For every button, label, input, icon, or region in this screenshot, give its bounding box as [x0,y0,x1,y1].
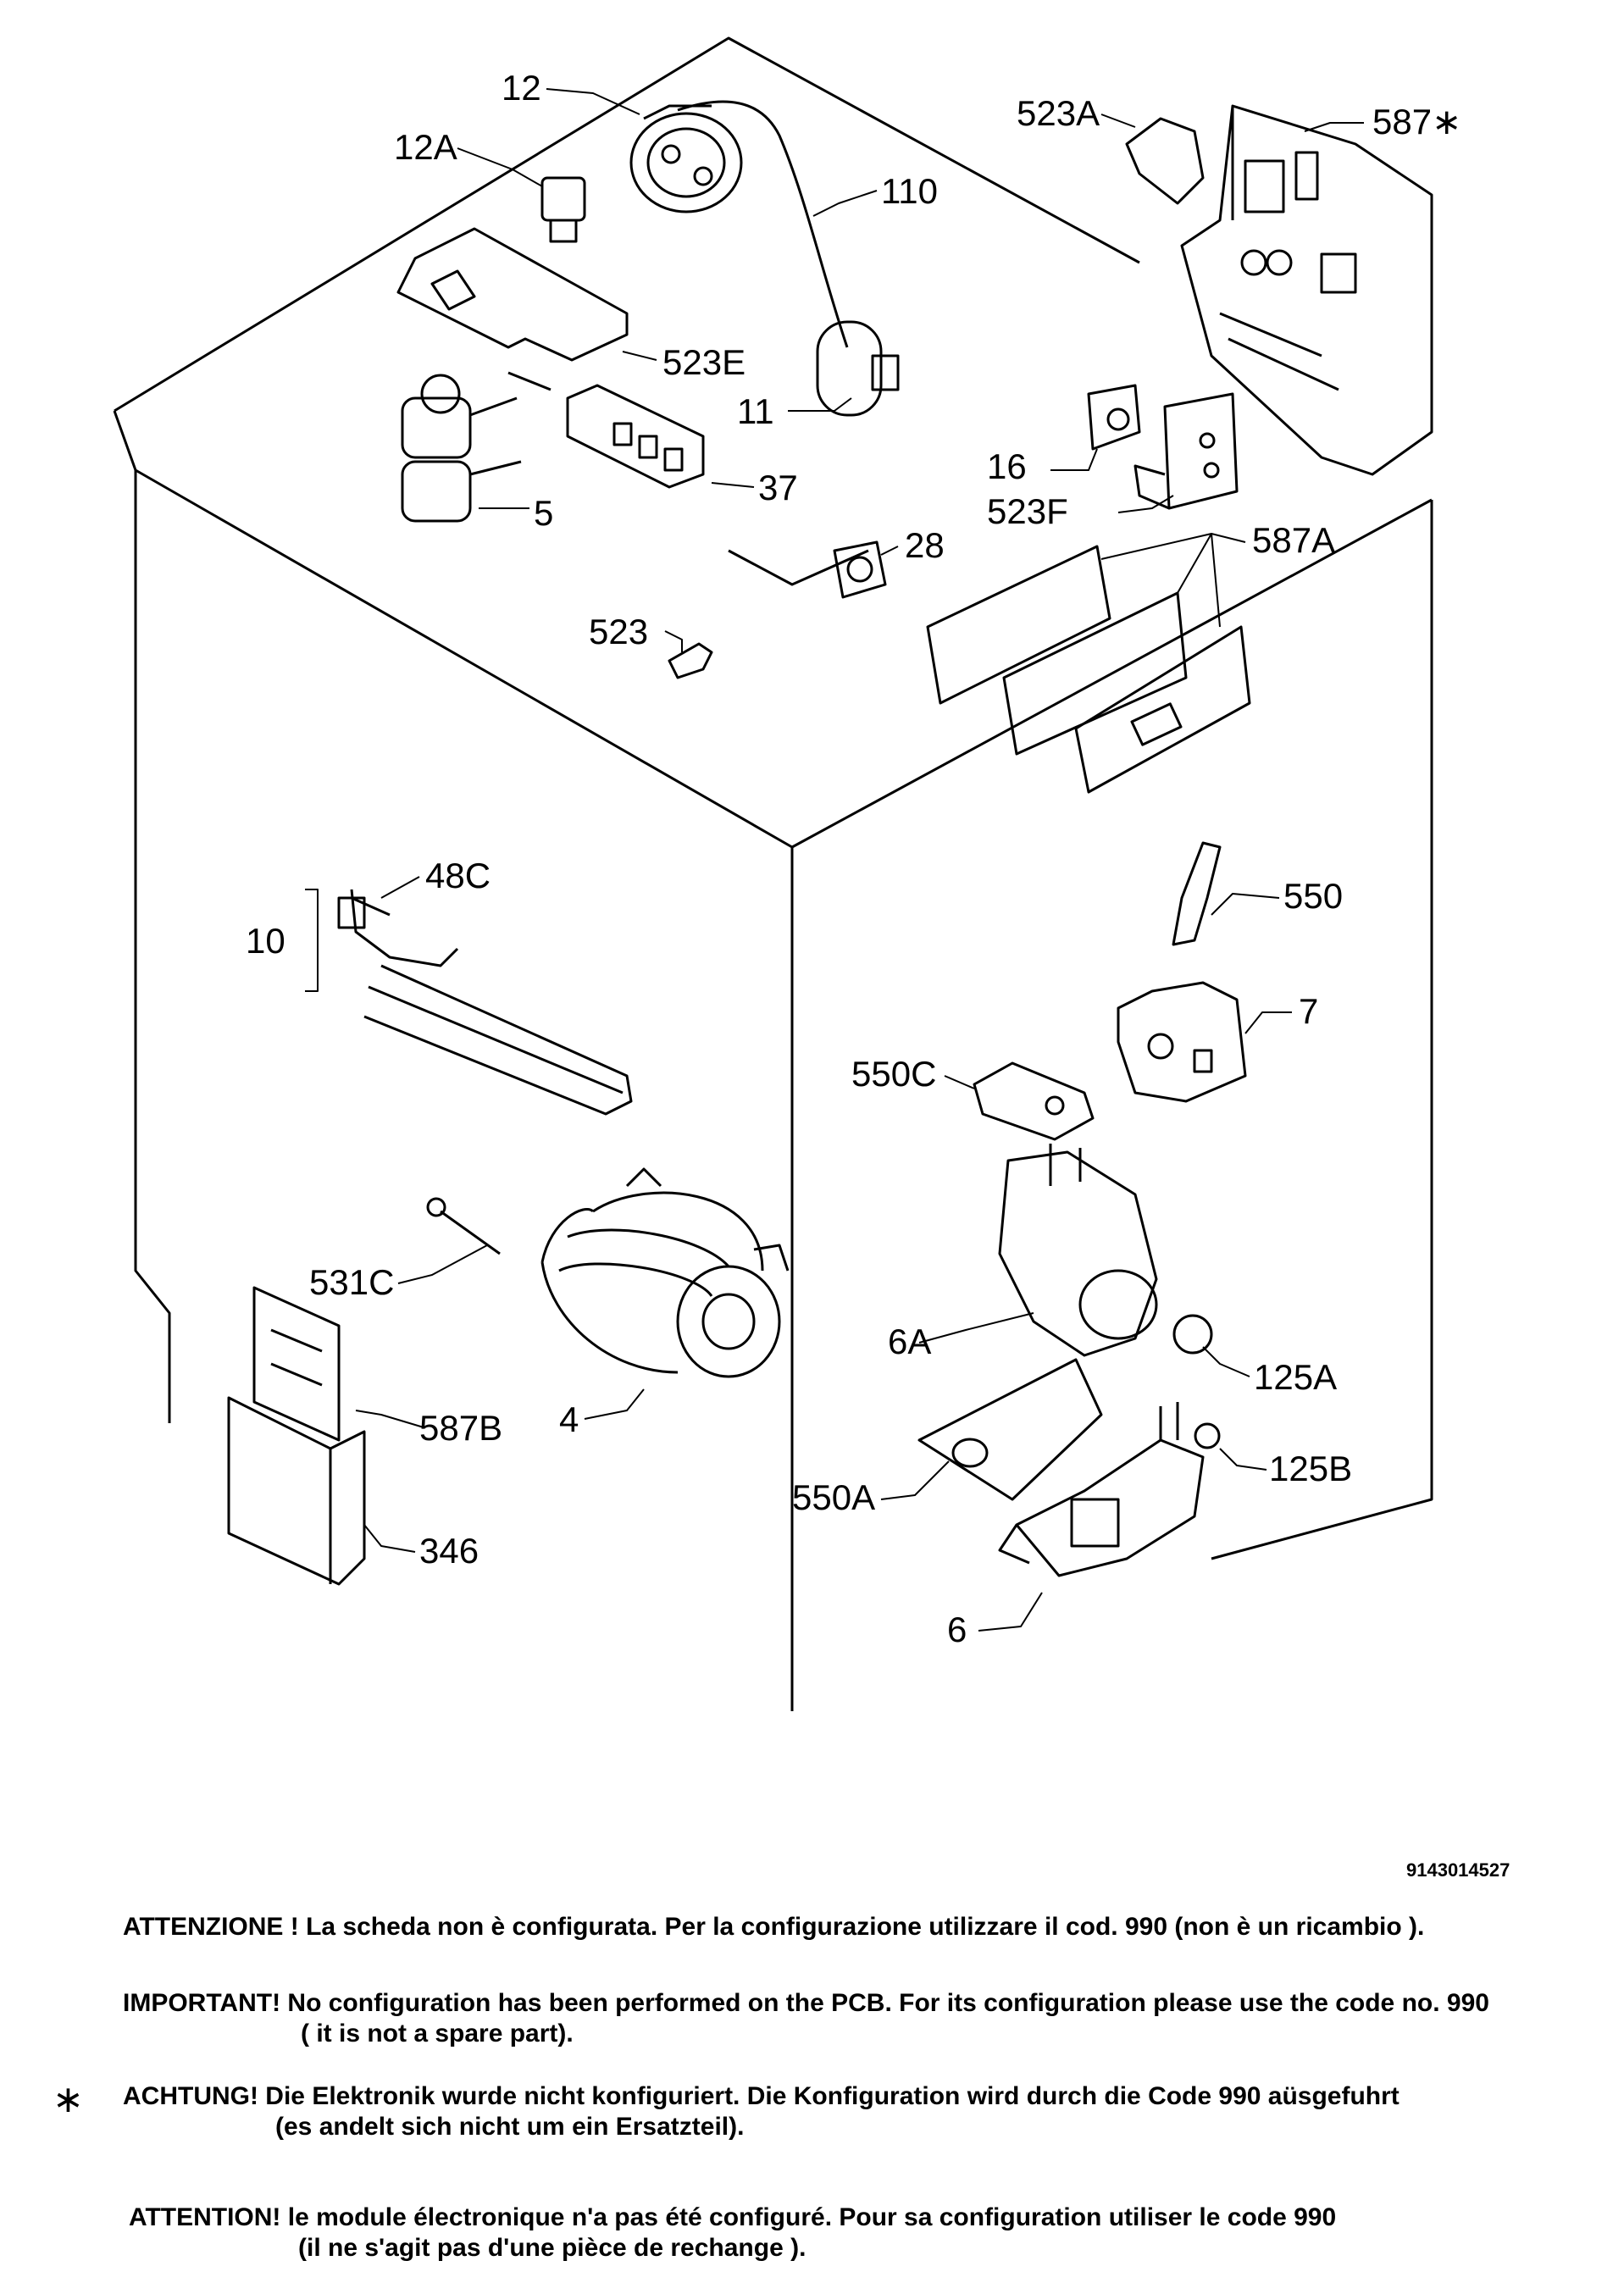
pump-cap-part [973,1061,1095,1141]
switch-part [1087,384,1141,451]
callout-523a: 523A [1017,93,1100,133]
cabinet-outline [113,36,1433,1711]
callout-523f: 523F [987,491,1068,531]
callout-587star: 587∗ [1372,102,1461,141]
callout-550c: 550C [851,1054,936,1094]
note-english: IMPORTANT! No configuration has been per… [123,1988,1489,2049]
callout-5: 5 [534,493,553,533]
capacitor-part [816,320,900,417]
note-english-line1: IMPORTANT! No configuration has been per… [123,1989,1489,2017]
callout-12: 12 [502,68,541,108]
pump-housing-part [998,1144,1158,1357]
door-lock-part [1133,392,1239,510]
callout-16: 16 [987,446,1027,486]
callout-7: 7 [1299,991,1318,1031]
pump-cover-part [917,1358,1103,1501]
callout-11: 11 [737,391,774,431]
clip-part [668,642,713,679]
callout-125a: 125A [1254,1357,1337,1397]
connector-part [1125,117,1205,205]
callout-550: 550 [1283,876,1343,916]
note-english-line2: ( it is not a spare part). [301,2020,574,2047]
seal-ring-b-part [1194,1422,1221,1449]
callout-12a: 12A [394,127,457,167]
note-german-line2: (es andelt sich nicht um ein Ersatzteil)… [275,2113,745,2141]
note-german-line1: ACHTUNG! Die Elektronik wurde nicht konf… [123,2082,1400,2110]
callout-531c: 531C [309,1262,394,1302]
heater-part [337,889,633,1116]
callout-346: 346 [419,1531,479,1571]
callout-4: 4 [559,1399,579,1439]
valve-part [401,371,551,523]
note-german: ACHTUNG! Die Elektronik wurde nicht konf… [123,2081,1400,2142]
terminal-block-part [566,384,705,489]
callout-110: 110 [881,171,938,211]
note-french-line2: (il ne s'agit pas d'une pièce de rechang… [298,2234,806,2262]
hose-part [677,100,849,348]
seal-ring-a-part [1172,1314,1213,1355]
note-french-line1: ATTENTION! le module électronique n'a pa… [129,2203,1337,2231]
main-control-board-part [1180,104,1433,476]
callout-125b: 125B [1269,1449,1352,1488]
callout-48c: 48C [425,856,491,895]
gasket-part [833,540,887,599]
drain-pump-part [998,1402,1205,1577]
asterisk-marker: ∗ [53,2079,84,2120]
leader-lines [305,88,1364,1632]
exploded-parts-diagram: 12 12A 110 523E 11 37 5 523 523A 587∗ 16… [113,36,1510,1881]
screw-part [426,1197,501,1255]
programmer-module-part [227,1286,366,1586]
bracket-part [396,227,629,362]
note-italian: ATTENZIONE ! La scheda non è configurata… [123,1912,1424,1942]
note-italian-text: ATTENZIONE ! La scheda non è configurata… [123,1913,1425,1941]
note-french: ATTENTION! le module électronique n'a pa… [129,2203,1336,2264]
callout-6a: 6A [888,1322,931,1361]
callout-28: 28 [905,525,945,565]
door-lock-lever-part [1117,841,1247,1103]
display-board-part [926,545,1251,794]
callout-550a: 550A [792,1477,875,1517]
callout-587a: 587A [1252,520,1335,560]
pressure-switch-part [629,104,743,213]
motor-part [540,1167,790,1378]
small-pressure-switch-part [540,176,586,243]
callout-10: 10 [246,921,285,961]
callout-523e: 523E [662,342,745,382]
callout-37: 37 [758,468,798,507]
callout-523: 523 [589,612,648,651]
callout-6: 6 [947,1610,967,1649]
configuration-notes: ATTENZIONE ! La scheda non è configurata… [0,1898,1624,2294]
document-code: 9143014527 [1406,1859,1510,1881]
callout-587b: 587B [419,1408,502,1448]
